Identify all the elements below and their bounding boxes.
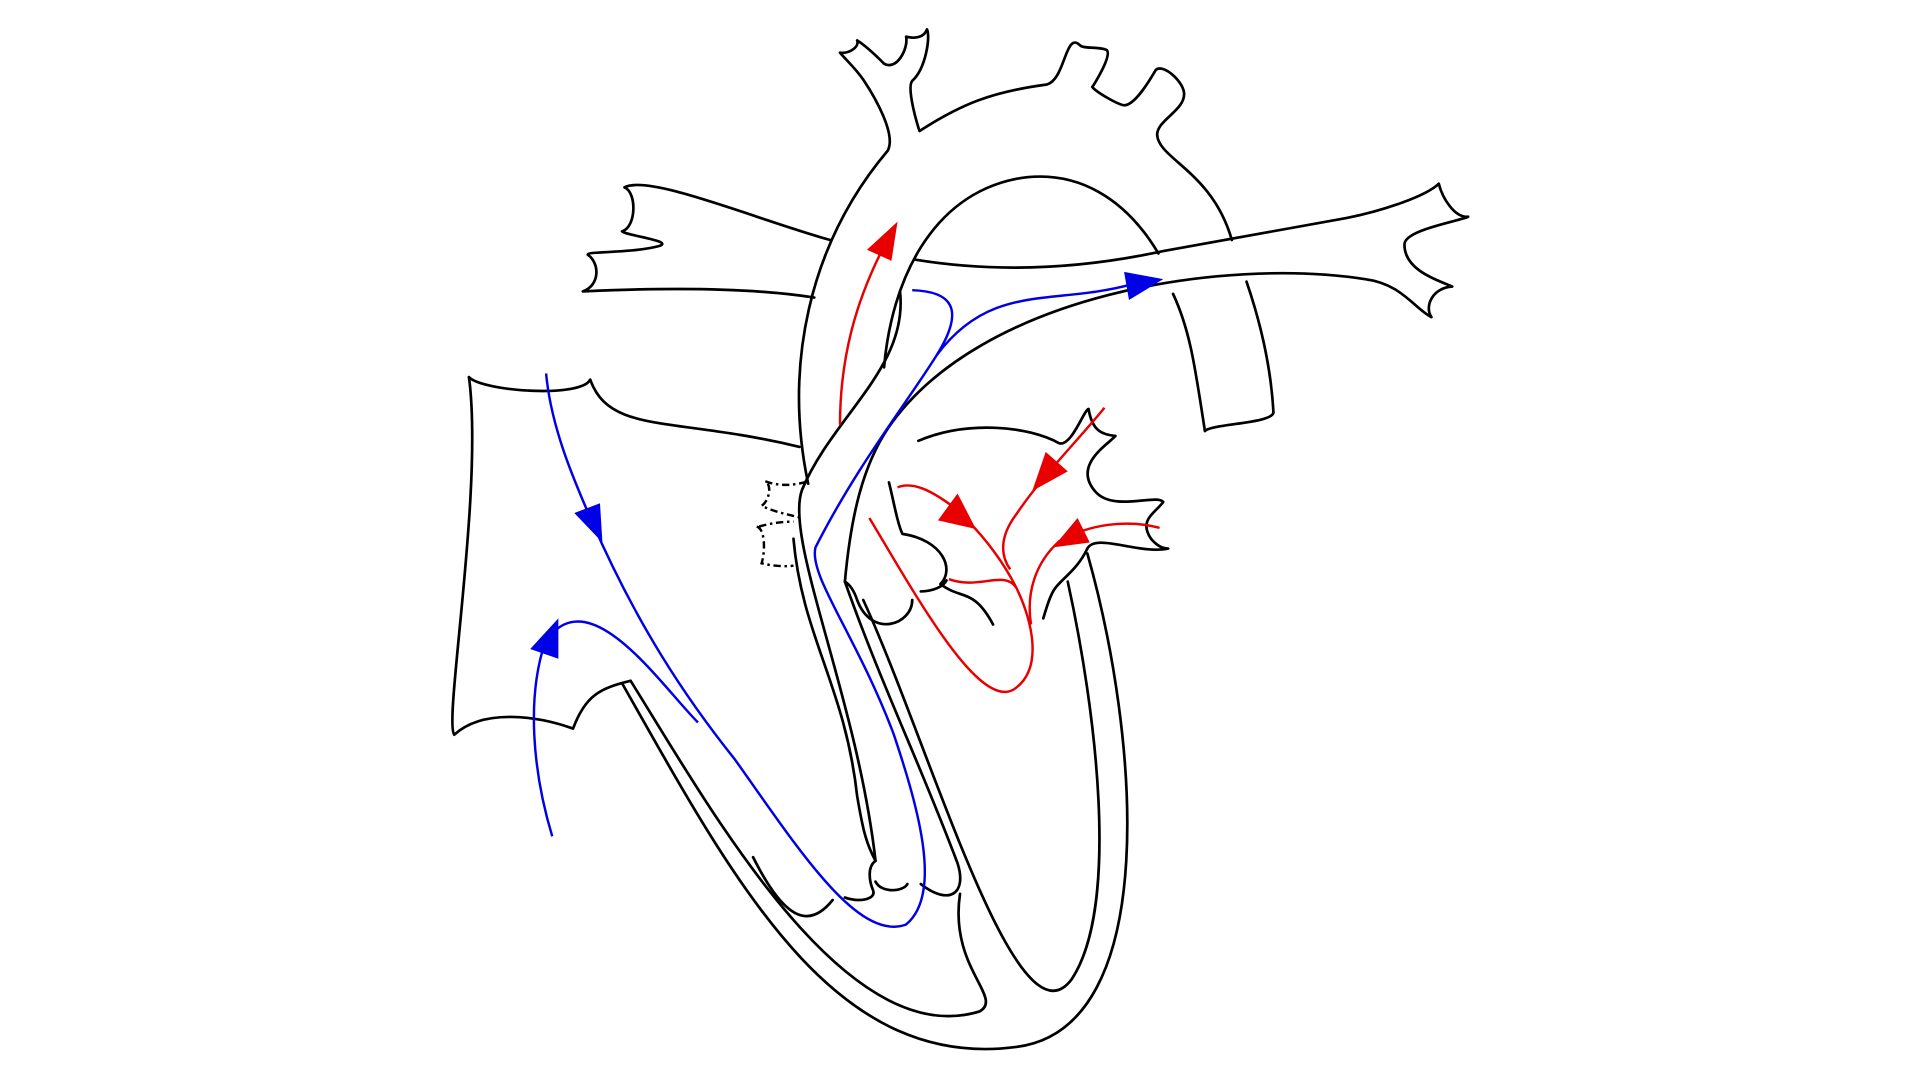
heart-outer-wall (620, 552, 1129, 1051)
arrowhead (1124, 271, 1164, 300)
oxygenated-flow-arrows (838, 221, 1160, 693)
arrowhead (937, 493, 976, 529)
blue-flow-pa (935, 282, 1133, 356)
heart-outline (451, 28, 1470, 1051)
right-atrium-wall (451, 375, 632, 737)
arrowhead (530, 618, 559, 659)
valve-dashed (756, 480, 809, 568)
arrowhead (1032, 451, 1068, 492)
red-flow-pv1 (897, 484, 956, 510)
red-flow-la (948, 578, 1018, 589)
tricuspid-cusps (751, 855, 909, 918)
pulmonary-artery-top (843, 182, 1470, 583)
aorta-inner (882, 175, 1160, 369)
deoxygenated-flow-arrows (530, 271, 1164, 928)
descending-aorta (1171, 280, 1275, 433)
red-flow-pv2 (1001, 406, 1106, 571)
left-ventricle-inner (861, 580, 1101, 992)
blue-flow-ivc (532, 620, 699, 837)
right-atrium (467, 375, 801, 449)
red-flow-aorta (838, 250, 883, 425)
left-vessel-upper (581, 183, 832, 299)
pulmonary-trunk-left (797, 290, 902, 902)
arrowhead (1053, 517, 1090, 548)
mitral-valve (843, 481, 995, 626)
aorta-outer (797, 28, 1234, 486)
right-ventricle-wall (629, 679, 988, 1018)
septum (843, 580, 962, 897)
red-flow-lv (868, 517, 1034, 693)
left-atrium (917, 407, 1170, 620)
red-flow-pv3 (1028, 522, 1160, 625)
blue-flow-svc (544, 288, 954, 928)
arrowhead (574, 503, 603, 543)
arrowhead (866, 221, 898, 261)
septum-inner (792, 537, 877, 863)
